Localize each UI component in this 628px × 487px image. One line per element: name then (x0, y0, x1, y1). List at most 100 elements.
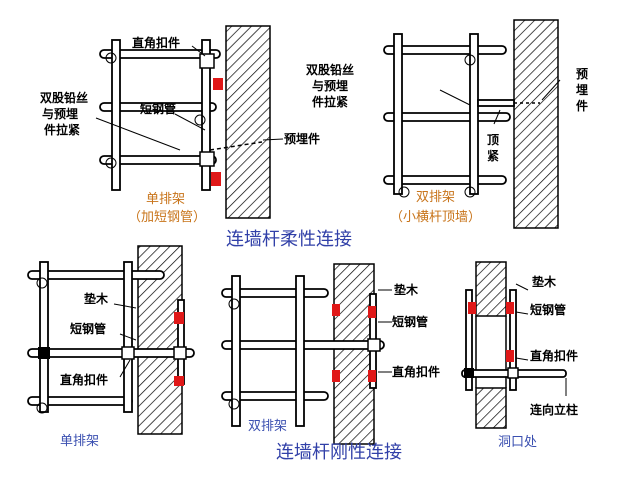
standard-pole (295, 275, 305, 427)
embedded-label-3: 件 (576, 98, 588, 113)
coupler-knot (464, 368, 474, 378)
timber-pad (174, 376, 184, 386)
wire-knot (228, 398, 240, 410)
ledger-pipe (27, 348, 195, 358)
brace-label-1: 顶 (487, 133, 499, 147)
standard-pole (393, 33, 403, 195)
block-label: 垫木 (532, 274, 557, 289)
embedded-label: 预埋件 (284, 131, 320, 146)
wire-knot (105, 157, 117, 169)
wire-tie-label-2: 与预埋 (42, 106, 78, 121)
wire-tie-label-3: 件拉紧 (44, 122, 80, 137)
timber-pad (174, 312, 184, 324)
caption-top-right-1: 双排架 (416, 190, 455, 205)
caption-bottom-right: 洞口处 (498, 435, 537, 450)
right-angle-coupler (367, 338, 381, 352)
red-spacer (213, 78, 223, 90)
leader-line (493, 109, 501, 125)
leader-line (541, 79, 561, 101)
wire-knot (36, 402, 48, 414)
short-pipe (209, 141, 263, 151)
wall-lower (475, 387, 507, 429)
title-flexible: 连墙杆柔性连接 (226, 229, 352, 250)
wire-knot (228, 298, 240, 310)
brace-label-2: 紧 (487, 148, 499, 163)
ledger-pipe (99, 155, 217, 165)
leader-line (515, 311, 529, 315)
standard-pole (469, 33, 479, 195)
panel-bottom-left: 垫木 短钢管 直角扣件 单排架 (27, 245, 195, 449)
coupler-knot (38, 347, 50, 359)
standard-pole (231, 275, 241, 427)
ledger-pipe (99, 49, 221, 59)
transom-pipe (477, 99, 515, 107)
coupler-label: 直角扣件 (60, 372, 108, 387)
right-angle-coupler (173, 346, 187, 360)
leader-line (515, 283, 529, 291)
right-angle-coupler (507, 367, 519, 379)
wire-tie-label-2: 与预埋 (312, 78, 348, 93)
caption-bottom-left: 单排架 (60, 434, 99, 449)
leader-line (191, 45, 206, 57)
panel-bottom-middle: 垫木 短钢管 直角扣件 双排架 (221, 263, 440, 445)
leader-line (119, 333, 137, 341)
right-angle-coupler (199, 53, 215, 69)
right-angle-coupler (199, 151, 215, 167)
timber-pad (468, 302, 476, 314)
caption-top-right-2: （小横杆顶墙） (390, 210, 481, 225)
block-label: 垫木 (394, 282, 419, 297)
embedded-label-2: 埋 (576, 82, 588, 97)
leader-line (262, 138, 284, 141)
timber-pad (368, 306, 376, 318)
outer-pipe (509, 289, 517, 391)
wire-tie-label-3: 件拉紧 (312, 94, 348, 109)
timber-pad (332, 370, 340, 382)
leader-line (174, 113, 206, 131)
wire-tie-label-1: 双股铅丝 (306, 62, 354, 77)
short-pipe-label: 短钢管 (530, 302, 566, 317)
wire-tie-label-1: 双股铅丝 (40, 90, 88, 105)
timber-pad (506, 302, 514, 314)
wire-knot (36, 277, 48, 289)
title-rigid: 连墙杆刚性连接 (276, 442, 402, 463)
wall (225, 25, 271, 219)
wire-knot (464, 186, 476, 198)
wire-knot (464, 54, 476, 66)
panel-bottom-right: 垫木 短钢管 直角扣件 连向立柱 洞口处 (461, 261, 578, 450)
wall (513, 19, 559, 229)
coupler-label: 直角扣件 (392, 364, 440, 379)
short-pipe-label: 短钢管 (140, 101, 176, 116)
caption-top-left-2: （加短钢管） (128, 210, 206, 225)
timber-pad (506, 350, 514, 362)
wall (333, 263, 375, 445)
panel-top-left: 直角扣件 双股铅丝 与预埋 件拉紧 短钢管 预埋件 单排架 （加短钢管） (40, 25, 320, 225)
wire-knot (105, 52, 117, 64)
wall-upper (475, 261, 507, 317)
right-angle-coupler (121, 346, 135, 360)
leader-line (95, 117, 181, 151)
coupler-label: 直角扣件 (132, 35, 180, 50)
red-spacer (211, 172, 221, 186)
timber-pad (332, 304, 340, 316)
standard-pole (111, 39, 121, 191)
coupler-label: 直角扣件 (530, 348, 578, 363)
caption-top-left-1: 单排架 (146, 192, 185, 207)
caption-bottom-middle: 双排架 (248, 419, 287, 434)
inner-pipe (465, 289, 473, 391)
short-pipe-label: 短钢管 (70, 321, 106, 336)
to-post-label: 连向立柱 (530, 402, 578, 417)
leader-line (439, 89, 471, 106)
leader-line (113, 303, 137, 309)
leader-line (119, 359, 131, 378)
short-pipe-label: 短钢管 (392, 314, 428, 329)
block-label: 垫木 (84, 291, 109, 306)
panel-top-right: 双股铅丝 与预埋 件拉紧 预 埋 件 顶 紧 双排架 （小横杆顶墙） (306, 19, 588, 229)
ledger-pipe (99, 102, 217, 112)
wire-knot (398, 186, 410, 198)
embedded-label-1: 预 (576, 67, 588, 81)
standard-pole (39, 261, 49, 413)
leader-line (515, 357, 529, 361)
wire-knot (194, 114, 206, 126)
